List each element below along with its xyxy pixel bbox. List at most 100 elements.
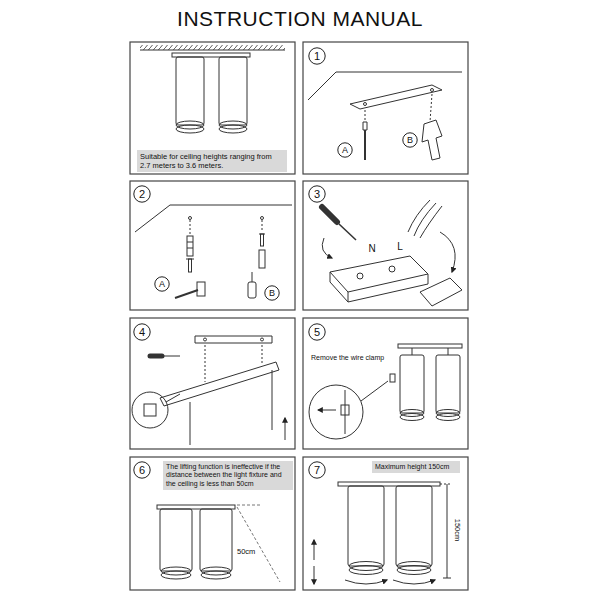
mounting-figure [272, 370, 273, 430]
step-number-circle: 2 [133, 185, 151, 203]
mounting-figure [144, 404, 156, 416]
drilling-figure [308, 72, 462, 160]
mounting-figure [285, 418, 286, 440]
terminal-block-figure [322, 238, 332, 258]
minimum-distance-figure [237, 507, 280, 582]
number-circle-outline [134, 186, 150, 202]
drilling-figure [431, 89, 434, 92]
mounting-figure [160, 362, 279, 406]
anchor-figure [197, 282, 205, 296]
panel-frame [130, 181, 295, 310]
step-number-circle: 1 [308, 47, 326, 65]
step-number-circle: 6 [133, 461, 151, 479]
anchor-figure [190, 220, 191, 234]
note-text: Maximum height 150cm [375, 463, 457, 471]
maximum-height-figure [314, 566, 315, 584]
mounting-figure [205, 345, 206, 382]
maximum-height-figure [345, 580, 387, 584]
anchor-figure [261, 234, 264, 246]
wire-clamp-figure [400, 414, 424, 421]
anchor-figure [259, 250, 265, 268]
panel-frame [130, 42, 295, 174]
mounting-figure [150, 354, 162, 359]
step-number: B [407, 136, 413, 145]
panel-frame [303, 181, 468, 310]
anchor-figure [189, 259, 192, 272]
number-circle-outline [309, 48, 325, 64]
number-circle-outline [338, 143, 352, 157]
number-circle-outline [309, 462, 325, 478]
drilling-figure [364, 103, 367, 106]
step-number-circle: 4 [133, 323, 151, 341]
terminal-letter: L [396, 241, 404, 253]
mounting-figure [262, 345, 263, 365]
terminal-block-figure [414, 203, 436, 236]
wire-clamp-figure [436, 414, 460, 421]
step-number-circle: A [154, 276, 170, 292]
minimum-distance-figure [161, 571, 191, 579]
mounting-figure [195, 336, 272, 343]
step-number: B [269, 289, 275, 298]
number-circle-outline [134, 324, 150, 340]
anchor-figure [262, 220, 263, 232]
step-number-circle: 5 [308, 323, 326, 341]
pendant-light-figure [172, 53, 250, 57]
step-number: 5 [314, 327, 320, 338]
terminal-block-figure [322, 200, 462, 306]
drilling-figure [430, 94, 432, 122]
mounting-figure [204, 338, 207, 341]
step-number: 3 [314, 189, 320, 200]
anchor-figure [252, 272, 253, 282]
minimum-distance-figure [160, 509, 192, 571]
step-number: 6 [139, 465, 145, 476]
pendant-light-figure [176, 125, 204, 133]
mounting-figure [132, 336, 285, 445]
terminal-block-figure [330, 256, 428, 292]
maximum-height-figure [396, 486, 432, 566]
panel-frame [130, 457, 295, 590]
note-box: The lifting function is ineffective if t… [163, 461, 293, 490]
step-number-circle: B [402, 132, 418, 148]
maximum-height-figure [440, 484, 452, 485]
wire-clamp-figure [318, 410, 336, 411]
maximum-height-figure [397, 566, 431, 575]
step-number: A [159, 280, 165, 289]
minimum-distance-figure [201, 571, 231, 579]
panel-frame [303, 457, 468, 590]
terminal-block-figure [357, 273, 363, 279]
step-number: 7 [314, 465, 320, 476]
step-number: 1 [314, 51, 320, 62]
wire-clamp-figure [309, 344, 462, 439]
minimum-distance-figure [200, 509, 232, 571]
terminal-letter: N [367, 243, 376, 255]
terminal-block-figure [348, 292, 349, 302]
drilling-figure [363, 122, 367, 130]
maximum-height-figure [349, 566, 383, 575]
panel-frame [303, 318, 468, 449]
number-circle-outline [309, 186, 325, 202]
terminal-block-figure [330, 272, 428, 302]
anchor-figure [175, 290, 198, 298]
terminal-block-figure [389, 266, 395, 272]
terminal-block-figure [440, 232, 455, 272]
mounting-figure [190, 402, 191, 445]
step-number: 4 [139, 327, 145, 338]
number-circle-outline [265, 286, 279, 300]
anchor-figure [187, 236, 193, 256]
mounting-figure [261, 338, 264, 341]
note-text: Suitable for ceiling heights ranging fro… [140, 152, 284, 170]
drilling-figure [364, 130, 366, 160]
page-title: INSTRUCTION MANUAL [0, 6, 600, 31]
wire-clamp-figure [398, 344, 462, 348]
number-circle-outline [155, 277, 169, 291]
mounting-figure [164, 356, 180, 357]
wire-clamp-figure [448, 348, 449, 355]
step-number: A [342, 146, 348, 155]
wire-clamp-figure [436, 355, 460, 413]
pendant-light-figure [176, 57, 204, 125]
wire-clamp-figure [309, 385, 363, 439]
mounting-figure [166, 394, 180, 402]
